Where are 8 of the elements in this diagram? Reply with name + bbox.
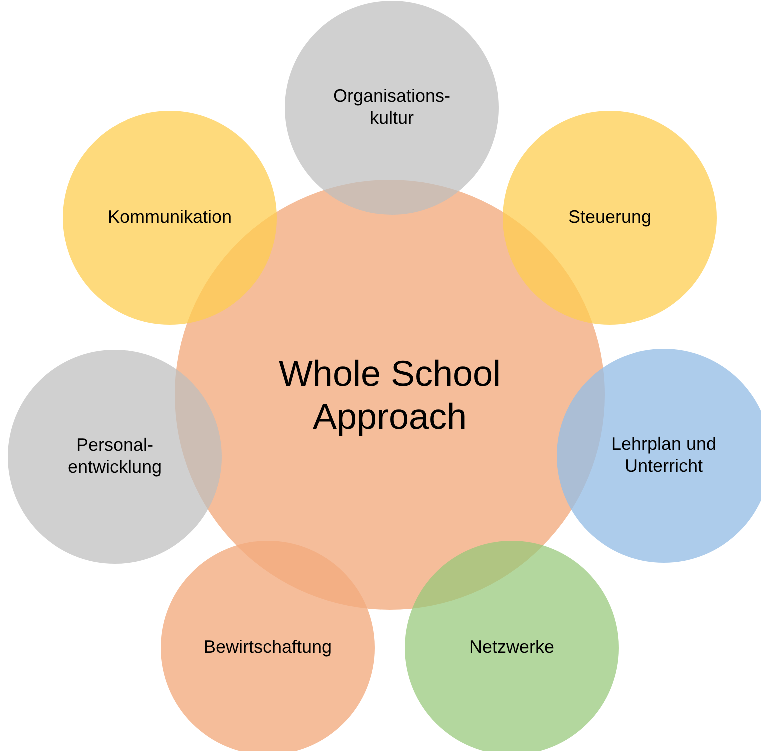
title-text: Whole School Approach — [278, 352, 502, 438]
circle-label: Steuerung — [568, 207, 652, 229]
circle-label: Organisations- kultur — [332, 86, 452, 130]
circle-label: Netzwerke — [469, 637, 555, 659]
circle-label: Lehrplan und Unterricht — [610, 434, 718, 478]
circle-label: Kommunikation — [108, 207, 232, 229]
circle-label: Personal- entwicklung — [66, 435, 164, 479]
circle-label: Bewirtschaftung — [204, 637, 332, 659]
